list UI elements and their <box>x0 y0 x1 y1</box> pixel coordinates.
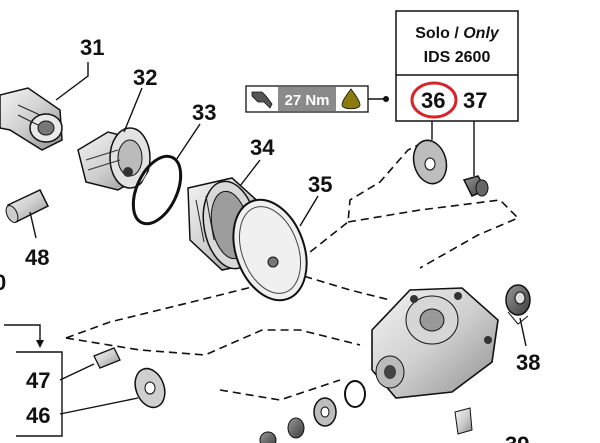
part-33-ring <box>131 154 183 226</box>
model-box-model: IDS 2600 <box>424 49 491 66</box>
lower-washers <box>259 380 473 443</box>
part-47-pin <box>93 347 121 369</box>
part-38-fitting <box>505 284 531 325</box>
wrench-icon <box>251 91 273 109</box>
part-48-pin <box>5 189 50 224</box>
callout-38: 38 <box>516 350 540 375</box>
oil-drop-icon <box>341 88 361 110</box>
callout-34: 34 <box>250 135 275 160</box>
torque-value: 27 Nm <box>284 92 329 109</box>
callout-39: 39 <box>505 432 529 443</box>
callout-35: 35 <box>308 172 332 197</box>
part-35-diaphragm <box>232 198 308 302</box>
torque-badge: 27 Nm <box>245 85 389 113</box>
part-31-connecting-rod <box>0 87 63 151</box>
callout-47: 47 <box>26 368 50 393</box>
callout-33: 33 <box>192 100 216 125</box>
part-46-valve-disc <box>134 367 166 409</box>
callout-36: 36 <box>421 88 445 113</box>
leader-lines <box>4 62 527 415</box>
callout-37: 37 <box>463 88 487 113</box>
callout-bracket <box>16 340 63 437</box>
pump-head-housing <box>371 287 499 399</box>
callout-numbers: 31 32 33 34 35 36 37 38 48 47 46 39 0 <box>0 35 540 443</box>
callout-46: 46 <box>26 403 50 428</box>
callout-48: 48 <box>25 245 49 270</box>
part-32-piston <box>77 127 151 191</box>
assembly-path-lines <box>65 144 520 401</box>
highlight-ring <box>410 81 458 119</box>
model-box-title: Solo / Only <box>415 25 500 42</box>
callout-left-edge: 0 <box>0 270 6 295</box>
part-37-bolt <box>462 175 489 197</box>
callout-31: 31 <box>80 35 104 60</box>
callout-32: 32 <box>133 65 157 90</box>
part-36-washer <box>412 139 448 185</box>
